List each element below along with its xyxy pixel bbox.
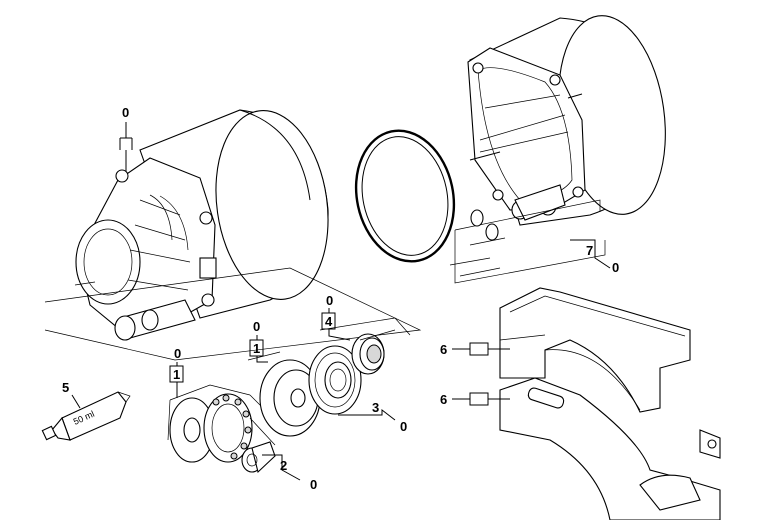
grease-tube: 50 ml: [41, 391, 131, 441]
callout-bearing-1-top-label: 0: [174, 346, 181, 361]
callout-6-upper-label: 6: [440, 342, 447, 357]
callout-7-label: 7: [586, 243, 593, 258]
callout-cap-1-top-label: 0: [253, 319, 260, 334]
callout-seal-4-box-label: 4: [325, 314, 333, 329]
callout-motor-0: 0: [119, 105, 133, 172]
callout-2-sub-label: 0: [310, 477, 317, 492]
upper-mount-bracket: [499, 287, 691, 413]
right-motor-plane: [454, 199, 606, 284]
callout-6-lower-label: 6: [440, 392, 447, 407]
callout-7-sub-label: 0: [612, 260, 619, 275]
lower-mount-bracket: [499, 377, 721, 520]
callout-cap-1-box-label: 1: [253, 341, 260, 356]
callout-3: 3 0: [338, 400, 407, 434]
callout-5: 5: [62, 380, 81, 409]
screw: [241, 441, 276, 474]
callout-2: 2 0: [262, 454, 317, 492]
callout-6-lower: 6: [440, 392, 510, 407]
large-o-ring: [354, 129, 456, 263]
callout-2-label: 2: [280, 458, 287, 473]
ball-bearing: [308, 345, 362, 415]
callout-3-label: 3: [372, 400, 379, 415]
callout-seal-4: 0 4: [321, 293, 351, 341]
callout-7: 7 0: [570, 239, 619, 275]
callout-bearing-1-box-label: 1: [173, 367, 180, 382]
callout-seal-4-top-label: 0: [326, 293, 333, 308]
right-motor-housing: [467, 15, 666, 226]
shaft-seal: [351, 333, 385, 375]
small-o-ring-upper: [470, 209, 484, 227]
bearing-cap: [259, 359, 321, 437]
callout-3-sub-label: 0: [400, 419, 407, 434]
callout-motor-0-label: 0: [122, 105, 129, 120]
small-o-ring-lower: [485, 223, 499, 241]
thrust-bearing: [169, 393, 253, 463]
left-motor-housing: [74, 109, 329, 341]
callout-cap-1: 0 1: [249, 319, 268, 363]
left-motor-plane: [44, 267, 422, 361]
callout-5-label: 5: [62, 380, 69, 395]
callout-6-upper: 6: [440, 342, 510, 357]
callout-bearing-1: 0 1: [169, 346, 184, 398]
